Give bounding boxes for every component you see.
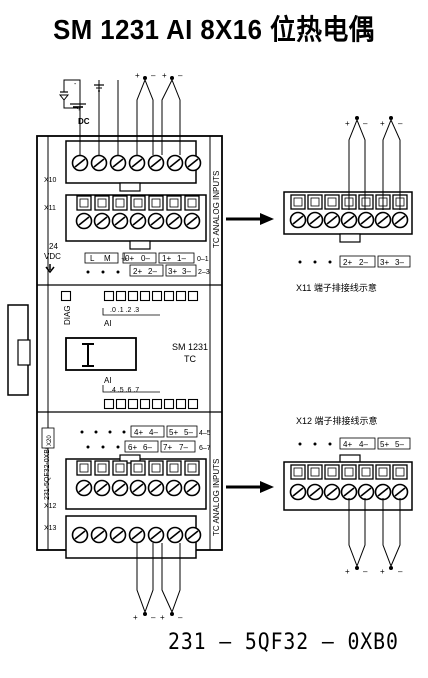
x12-caption: X12 端子排接线示意	[296, 415, 378, 426]
term-label-2p: 2+	[133, 267, 142, 276]
ai-label-top: AI	[104, 319, 112, 328]
vdc-24: 24	[49, 242, 58, 251]
x12-label: X12	[44, 503, 57, 510]
term-label-5m: 5–	[184, 428, 193, 437]
x11-label-3p: 3+	[380, 258, 389, 267]
term-label-0m: 0–	[141, 254, 150, 263]
term-label-3p: 3+	[168, 267, 177, 276]
svg-text:–: –	[398, 567, 403, 576]
term-label-4p: 4+	[134, 428, 143, 437]
top-terminal-labels: L M ⏚ 0+ 0– 1+ 1– 0–1 2+ 2– 3+ 3– 2–3	[84, 252, 210, 277]
side-code: X20	[47, 435, 53, 446]
svg-text:+: +	[380, 119, 385, 128]
term-label-6p: 6+	[128, 443, 137, 452]
diag-label: DIAG	[63, 305, 72, 325]
term-label-01: 0–1	[197, 256, 209, 263]
module-name-line1: SM 1231	[172, 342, 208, 352]
svg-text:–: –	[178, 71, 183, 80]
x12-label-4p: 4+	[343, 440, 352, 449]
svg-text:+: +	[345, 567, 350, 576]
svg-text:+: +	[345, 119, 350, 128]
svg-text:–: –	[398, 119, 403, 128]
svg-text:+: +	[160, 613, 165, 622]
order-number: 231 – 5QF32 – 0XB0	[168, 630, 399, 655]
term-label-7m: 7–	[179, 443, 188, 452]
term-label-1m: 1–	[177, 254, 186, 263]
ai-channels-top: .0 .1 .2 .3	[110, 307, 139, 314]
diagram-title: SM 1231 AI 8X16 位热电偶	[53, 14, 375, 45]
term-label-ground: ⏚	[120, 253, 129, 263]
svg-text:–: –	[151, 613, 156, 622]
term-label-2m: 2–	[148, 267, 157, 276]
x10-label: X10	[44, 177, 57, 184]
x11-label-2m: 2–	[359, 258, 368, 267]
term-label-5p: 5+	[169, 428, 178, 437]
dc-label: DC	[78, 117, 90, 126]
ai-channels-bottom: .4 .5 .6 .7	[110, 387, 139, 394]
term-label-1p: 1+	[162, 254, 171, 263]
x12-label-5p: 5+	[380, 440, 389, 449]
term-label-3m: 3–	[182, 267, 191, 276]
x12-label-4m: 4–	[359, 440, 368, 449]
svg-text:–: –	[363, 567, 368, 576]
term-label-67: 6–7	[199, 445, 211, 452]
term-label-45: 4–5	[199, 430, 211, 437]
x11-label: X11	[44, 205, 56, 212]
x12-label-5m: 5–	[395, 440, 404, 449]
term-label-m: M	[104, 254, 111, 263]
x11-label-2p: 2+	[343, 258, 352, 267]
analog-inputs-label-top: TC ANALOG INPUTS	[212, 171, 221, 248]
svg-text:–: –	[151, 71, 156, 80]
term-label-23: 2–3	[198, 269, 210, 276]
x11-detail: + – + – 2+ 2– 3+ 3– X11 端子排接线示意	[283, 116, 413, 293]
svg-text:+: +	[380, 567, 385, 576]
term-label-4m: 4–	[149, 428, 158, 437]
module-label-window	[65, 337, 137, 371]
svg-text:–: –	[363, 119, 368, 128]
ai-label-bottom: AI	[104, 376, 112, 385]
term-label-7p: 7+	[163, 443, 172, 452]
module-name-line2: TC	[184, 354, 196, 364]
top-thermocouples: +– +–	[135, 71, 183, 155]
x11-caption: X11 端子排接线示意	[296, 282, 377, 293]
dc-minus: -	[74, 81, 77, 88]
svg-text:+: +	[133, 613, 138, 622]
term-label-6m: 6–	[143, 443, 152, 452]
x11-label-3m: 3–	[395, 258, 404, 267]
analog-inputs-label-bottom: TC ANALOG INPUTS	[212, 459, 221, 536]
term-label-l: L	[90, 254, 95, 263]
bottom-thermocouples: +– +–	[133, 543, 183, 622]
svg-text:+: +	[162, 71, 167, 80]
x13-label: X13	[44, 525, 57, 532]
svg-text:–: –	[178, 613, 183, 622]
term-label-0p: 0+	[125, 254, 134, 263]
dc-plus: +	[77, 106, 81, 113]
dc-supply-wiring: - + DC	[58, 79, 119, 155]
vdc-label: VDC	[44, 252, 61, 261]
x12-detail: X12 端子排接线示意 4+ 4– 5+ 5– + – + –	[283, 415, 413, 576]
svg-text:+: +	[135, 71, 140, 80]
bottom-terminal-labels: 4+ 4– 5+ 5– 4–5 6+ 6– 7+ 7– 6–7	[80, 425, 211, 453]
side-part-number: 231-5QF32-0XB0	[44, 445, 51, 500]
